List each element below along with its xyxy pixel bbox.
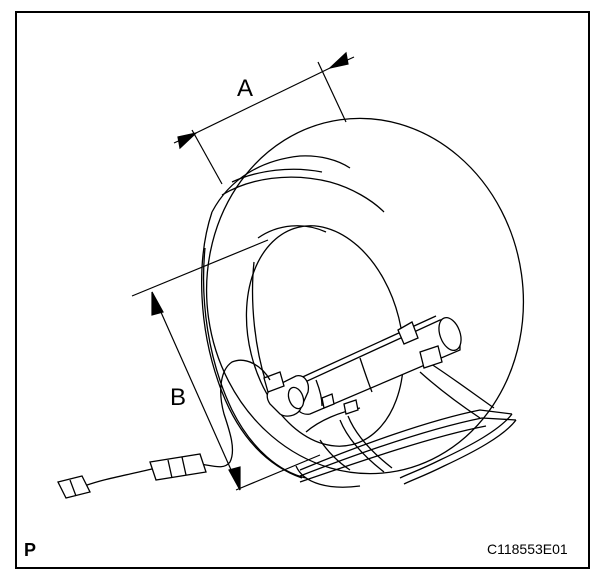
- tool-mount: [419, 345, 443, 369]
- harness-connector-rib-2: [181, 456, 187, 476]
- tool-bolt: [321, 393, 335, 409]
- harness-wire-lead: [83, 467, 157, 487]
- tire-shoulder-curve: [211, 155, 351, 213]
- figure-border: [15, 11, 590, 569]
- sensor-nut: [263, 371, 285, 393]
- stand-leg-front-1: [339, 419, 385, 473]
- plug-connector-rib: [69, 479, 77, 497]
- sensor-tip: [287, 386, 305, 410]
- tire-bead-inner: [251, 261, 271, 395]
- dim-b-arrowhead-bottom: [228, 466, 241, 491]
- dimension-b: [131, 239, 321, 491]
- harness-connector-body: [149, 453, 207, 481]
- dim-a-ext-right: [317, 61, 347, 123]
- stand-wire-2: [299, 417, 517, 477]
- tire: [201, 117, 525, 479]
- tool-end-cap: [438, 317, 462, 351]
- harness-connector-rib-1: [167, 459, 173, 479]
- stand-brace-1: [319, 439, 351, 471]
- wire-harness: [57, 359, 271, 499]
- tire-tread-line-2: [231, 168, 323, 183]
- dim-b-ext-top: [131, 239, 269, 297]
- tool-ring: [359, 357, 373, 393]
- tire-outer-edge: [205, 117, 525, 475]
- tire-sidewall: [201, 211, 303, 479]
- tire-sidewall-inner: [202, 247, 307, 479]
- stand-brace-3: [419, 371, 481, 419]
- tire-bead-curve: [257, 225, 327, 239]
- stand-wire-3: [299, 425, 487, 483]
- dimension-b-label: B: [170, 384, 187, 411]
- tire-inner-bore: [245, 225, 405, 447]
- tire-tread-line-1: [221, 176, 385, 213]
- plug-connector: [57, 475, 91, 499]
- stand-leg-front-2: [347, 415, 393, 469]
- dim-a-arrowhead-left: [177, 131, 199, 150]
- sensor-tool: [263, 315, 462, 417]
- harness-wire: [199, 359, 271, 468]
- figure-id: C118553E01: [487, 541, 568, 557]
- corner-mark: P: [24, 540, 37, 560]
- stand-leg-right-1: [399, 413, 513, 479]
- tool-bolt-2: [343, 399, 359, 415]
- tool-clamp: [397, 321, 419, 345]
- stand-base-curve: [295, 465, 361, 488]
- stand-leg-right-2: [403, 419, 517, 485]
- dim-b-line: [151, 291, 241, 491]
- stand-brace-2: [427, 361, 495, 409]
- dimension-a: [173, 51, 355, 185]
- dimension-a-label: A: [237, 75, 254, 102]
- dim-b-arrowhead-top: [151, 291, 164, 316]
- dim-a-arrowhead-right: [327, 51, 349, 70]
- tool-stand: [295, 361, 517, 488]
- dim-a-ext-left: [191, 129, 223, 185]
- tool-collar: [315, 379, 323, 407]
- dim-a-line: [195, 67, 331, 134]
- dim-b-ext-bottom: [235, 454, 321, 491]
